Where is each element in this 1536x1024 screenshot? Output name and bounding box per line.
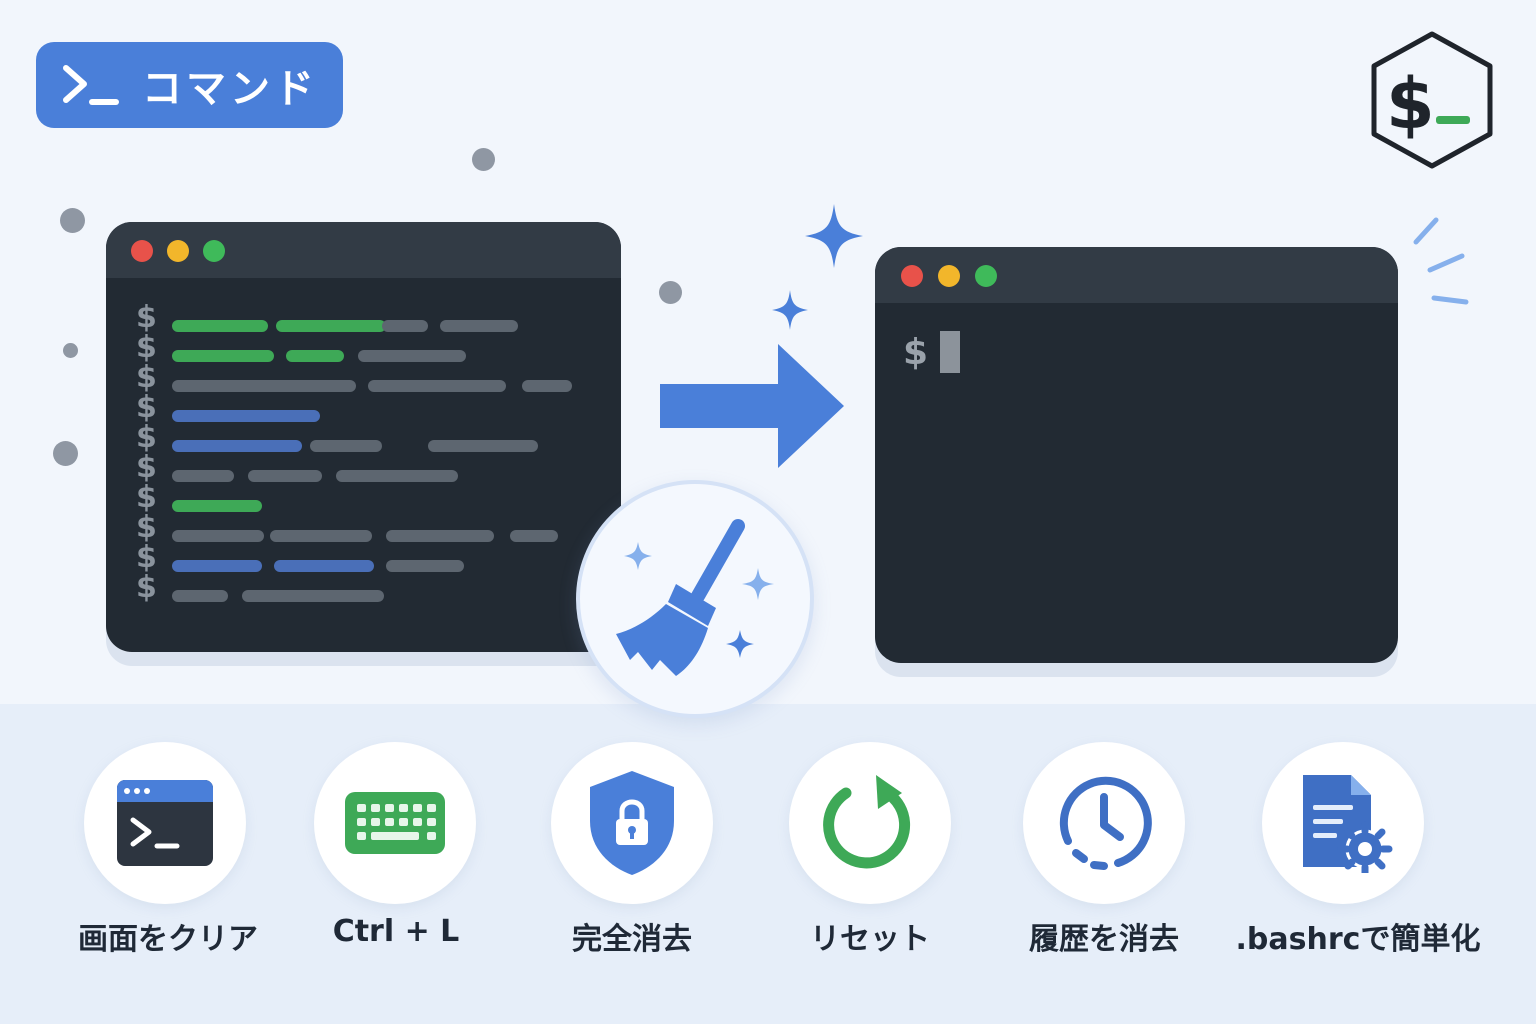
output-line	[172, 530, 264, 542]
logo-dollar: $	[1386, 63, 1435, 145]
history-clock-icon	[1059, 776, 1152, 870]
terminal-after: $	[875, 247, 1398, 663]
close-dot	[131, 240, 153, 262]
command-badge: コマンド	[36, 42, 343, 128]
output-line	[368, 380, 506, 392]
output-line	[386, 530, 494, 542]
output-line	[522, 380, 572, 392]
text-cursor	[940, 331, 961, 373]
output-line	[428, 440, 538, 452]
feature-label: Ctrl + L	[332, 914, 460, 949]
output-line	[382, 320, 428, 332]
minimize-dot	[938, 265, 960, 287]
output-line	[310, 440, 382, 452]
feature-label: 履歴を消去	[1029, 922, 1179, 957]
output-line	[172, 440, 302, 452]
prompt-symbol: $	[136, 300, 157, 335]
output-line	[440, 320, 518, 332]
output-line	[358, 350, 466, 362]
prompt-symbol: $	[136, 570, 157, 605]
decor-dot	[60, 208, 85, 233]
feature-label: 画面をクリア	[78, 922, 258, 957]
prompt-symbol: $	[136, 420, 157, 455]
output-line	[172, 350, 274, 362]
output-line	[172, 500, 262, 512]
output-line	[386, 560, 464, 572]
decor-dot	[63, 343, 78, 358]
shine-rays-icon	[1413, 217, 1469, 305]
terminal-before: $$$$$$$$$$	[106, 222, 621, 652]
prompt-symbol: $	[136, 540, 157, 575]
output-line	[510, 530, 558, 542]
prompt-symbol: $	[136, 450, 157, 485]
output-line	[248, 470, 322, 482]
feature-label: 完全消去	[572, 922, 692, 957]
output-line	[270, 530, 372, 542]
prompt-symbol: $	[136, 480, 157, 515]
sparkle-icon	[772, 290, 808, 330]
output-line	[172, 590, 228, 602]
feature-label: .bashrcで簡単化	[1235, 922, 1481, 957]
sparkle-icon	[805, 204, 863, 268]
keyboard-icon	[345, 792, 445, 854]
prompt-symbol: $	[136, 360, 157, 395]
terminal-window-icon	[117, 780, 213, 866]
output-line	[172, 470, 234, 482]
decor-dot	[659, 281, 682, 304]
terminal-titlebar	[875, 247, 1398, 303]
badge-label: コマンド	[142, 66, 318, 112]
minimize-dot	[167, 240, 189, 262]
broom-badge	[576, 480, 814, 718]
feature-full-erase	[551, 742, 713, 904]
shield-lock-icon	[590, 771, 674, 875]
feature-label: リセット	[810, 922, 930, 957]
settings-document-icon	[1303, 775, 1393, 873]
broom-icon	[616, 519, 774, 676]
output-line	[274, 560, 374, 572]
close-dot	[901, 265, 923, 287]
prompt-symbol: $	[903, 331, 929, 373]
terminal-titlebar	[106, 222, 621, 278]
terminal-prompt-icon	[63, 65, 119, 105]
output-line	[172, 320, 268, 332]
output-line	[286, 350, 344, 362]
decor-dot	[472, 148, 495, 171]
feature-clear-history	[1023, 742, 1185, 904]
feature-reset	[789, 742, 951, 904]
output-line	[172, 380, 356, 392]
arrow-right-icon	[660, 344, 844, 468]
output-line	[336, 470, 458, 482]
reset-arrow-icon	[823, 775, 911, 869]
feature-bashrc	[1262, 742, 1424, 904]
hexagon-shell-logo: $	[1371, 31, 1493, 169]
prompt-symbol: $	[136, 390, 157, 425]
feature-ctrl-l	[314, 742, 476, 904]
maximize-dot	[975, 265, 997, 287]
prompt-symbol: $	[136, 510, 157, 545]
prompt-symbol: $	[136, 330, 157, 365]
feature-clear-screen	[84, 742, 246, 904]
output-line	[242, 590, 384, 602]
maximize-dot	[203, 240, 225, 262]
decor-dot	[53, 441, 78, 466]
output-line	[172, 560, 262, 572]
output-line	[276, 320, 386, 332]
output-line	[172, 410, 320, 422]
shell-prompt: $	[903, 331, 961, 373]
